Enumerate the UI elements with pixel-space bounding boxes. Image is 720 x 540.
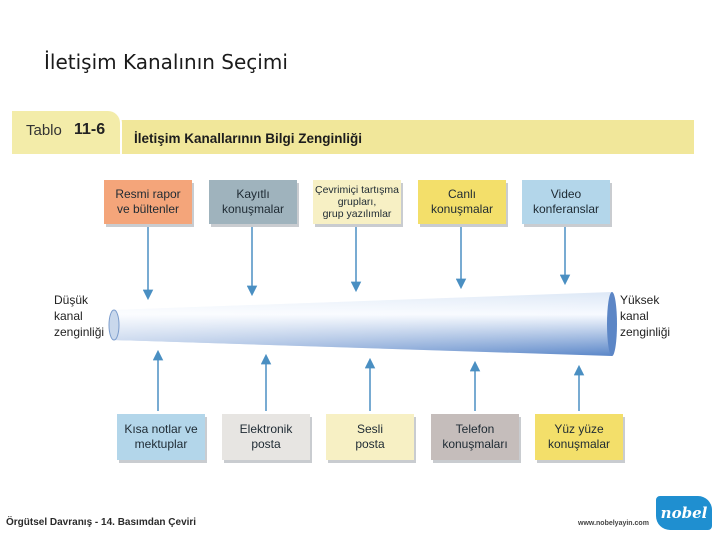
footer-book-title: Örgütsel Davranış - 14. Basımdan Çeviri: [6, 517, 196, 528]
channel-box-bottom-2: Elektronik posta: [222, 414, 310, 460]
channel-box-top-2: Kayıtlı konuşmalar: [209, 180, 297, 224]
richness-tube-fade: [114, 292, 612, 356]
channel-box-top-1: Resmi rapor ve bültenler: [104, 180, 192, 224]
channel-box-top-5: Video konferanslar: [522, 180, 610, 224]
high-richness-label: Yüksek kanal zenginliği: [620, 292, 670, 340]
channel-box-top-3: Çevrimiçi tartışma grupları, grup yazılı…: [313, 180, 401, 224]
channel-box-bottom-5: Yüz yüze konuşmalar: [535, 414, 623, 460]
channel-box-bottom-3: Sesli posta: [326, 414, 414, 460]
tube-right-end: [607, 292, 617, 356]
footer-url: www.nobelyayin.com: [578, 520, 649, 527]
channel-box-bottom-1: Kısa notlar ve mektuplar: [117, 414, 205, 460]
tube-left-end: [109, 310, 119, 340]
nobel-logo: nobel: [656, 496, 712, 530]
channel-box-bottom-4: Telefon konuşmaları: [431, 414, 519, 460]
channel-box-top-4: Canlı konuşmalar: [418, 180, 506, 224]
low-richness-label: Düşük kanal zenginliği: [54, 292, 104, 340]
